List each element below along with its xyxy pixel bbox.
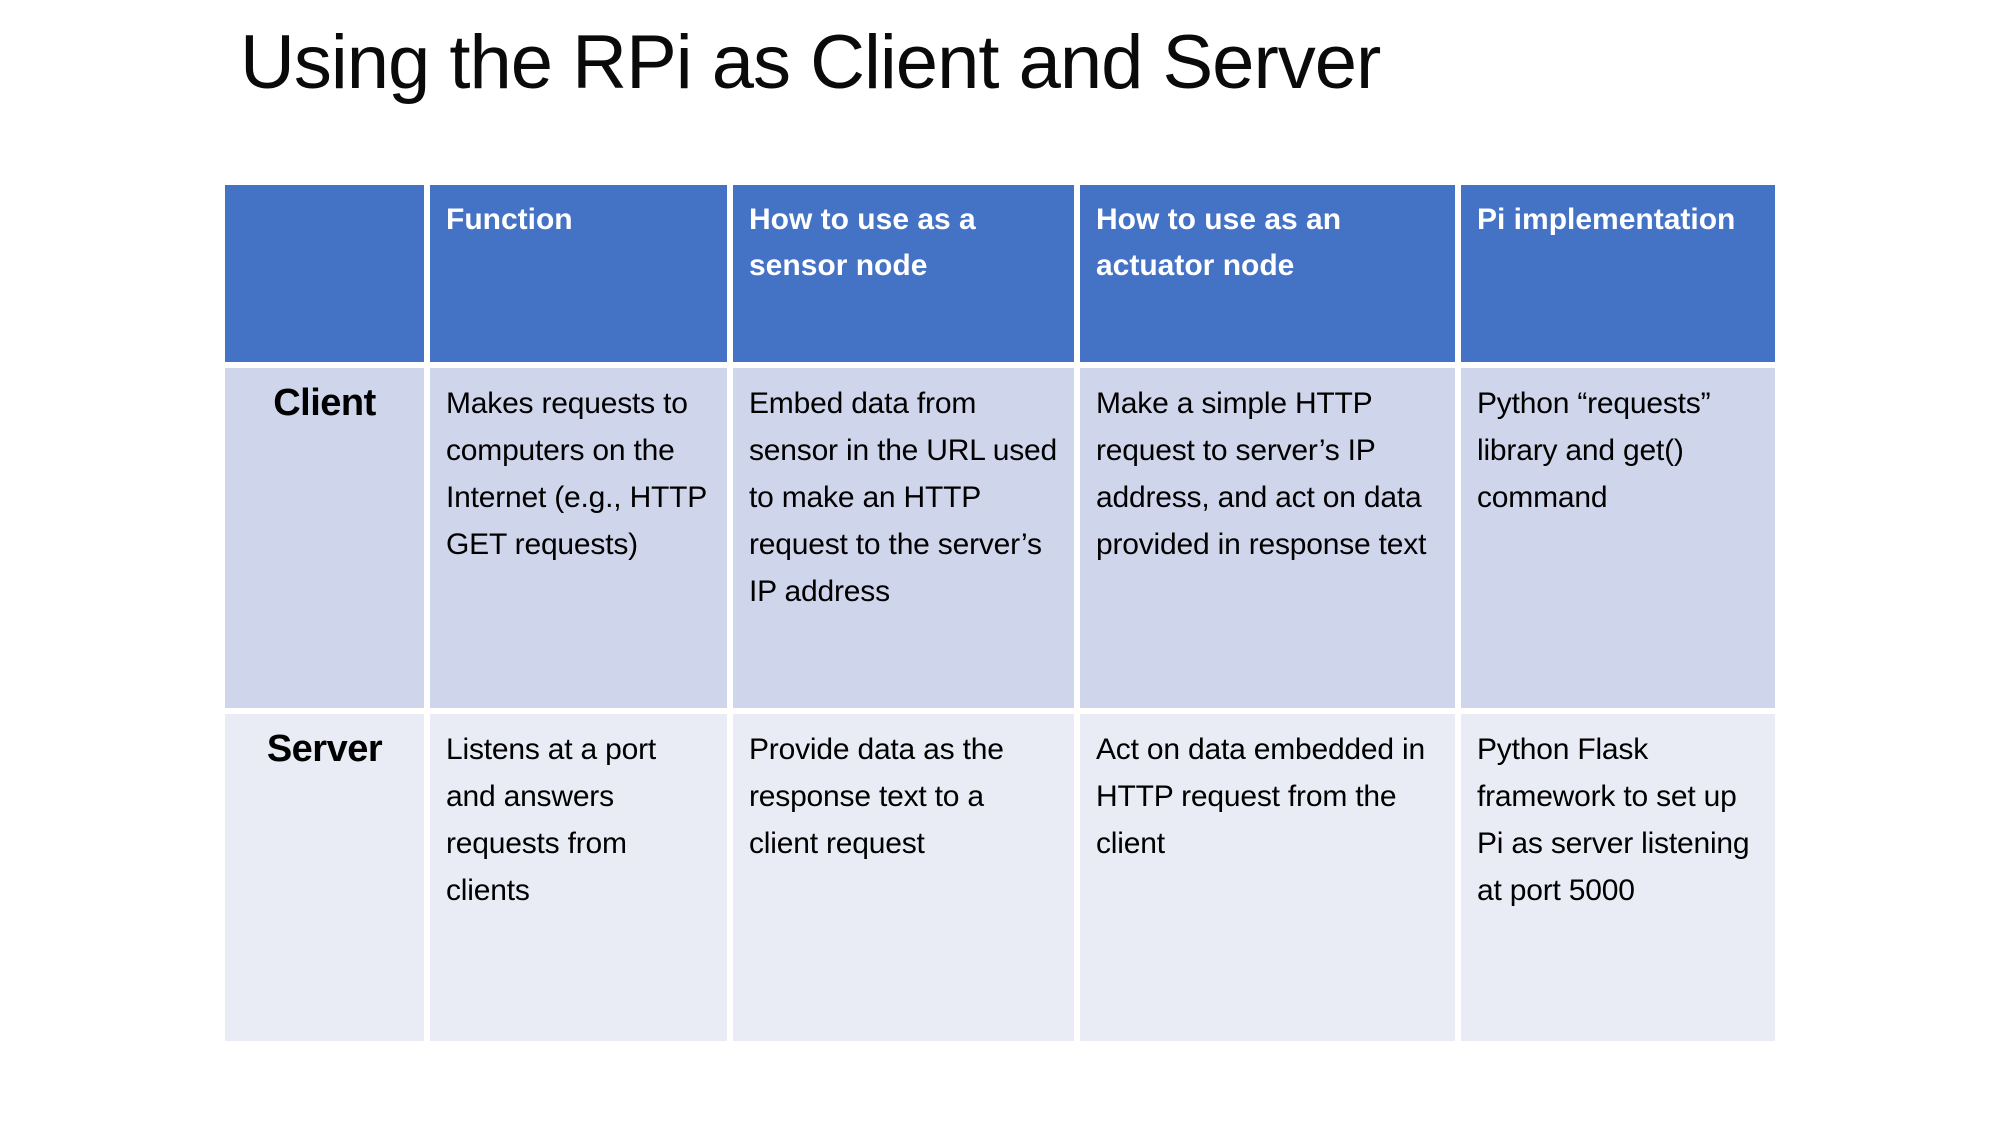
header-cell-function: Function bbox=[430, 185, 727, 362]
cell-client-actuator-node: Make a simple HTTP request to server’s I… bbox=[1080, 368, 1455, 708]
cell-client-function: Makes requests to computers on the Inter… bbox=[430, 368, 727, 708]
row-label-client: Client bbox=[225, 368, 424, 708]
cell-server-sensor-node: Provide data as the response text to a c… bbox=[733, 714, 1074, 1041]
cell-server-function: Listens at a port and answers requests f… bbox=[430, 714, 727, 1041]
cell-server-pi-implementation: Python Flask framework to set up Pi as s… bbox=[1461, 714, 1775, 1041]
row-label-server: Server bbox=[225, 714, 424, 1041]
comparison-table: Function How to use as a sensor node How… bbox=[225, 185, 1775, 1041]
header-cell-actuator-node: How to use as an actuator node bbox=[1080, 185, 1455, 362]
header-cell-sensor-node: How to use as a sensor node bbox=[733, 185, 1074, 362]
header-cell-pi-implementation: Pi implementation bbox=[1461, 185, 1775, 362]
cell-client-sensor-node: Embed data from sensor in the URL used t… bbox=[733, 368, 1074, 708]
header-cell-empty bbox=[225, 185, 424, 362]
cell-server-actuator-node: Act on data embedded in HTTP request fro… bbox=[1080, 714, 1455, 1041]
cell-client-pi-implementation: Python “requests” library and get() comm… bbox=[1461, 368, 1775, 708]
slide-title: Using the RPi as Client and Server bbox=[240, 20, 1381, 105]
